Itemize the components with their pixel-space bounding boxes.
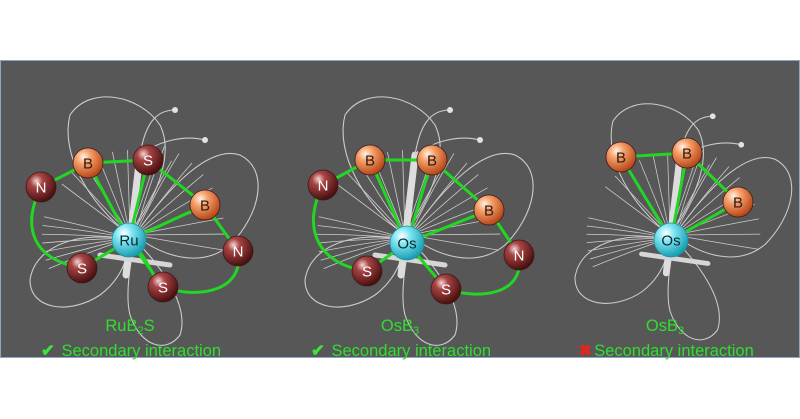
butterfly-outline-1 bbox=[29, 96, 259, 346]
sulfur-sphere bbox=[147, 271, 179, 303]
caption-panel-2: OsB3 ✔ Secondary interaction bbox=[290, 316, 510, 361]
formula-label-1: RuB2S bbox=[105, 317, 155, 337]
boron-sphere bbox=[473, 194, 505, 226]
sulfur-sphere bbox=[351, 255, 383, 287]
atom-label: B bbox=[682, 146, 692, 163]
wing-upper-left bbox=[67, 96, 166, 236]
butterfly-outline-layer bbox=[29, 96, 793, 346]
atom-label: B bbox=[427, 153, 437, 170]
atom-s-sulfur: S bbox=[147, 271, 179, 303]
status-label-3: Secondary interaction bbox=[594, 342, 754, 360]
metal-sphere bbox=[111, 222, 147, 258]
antenna-tip bbox=[202, 137, 208, 143]
atom-n-nitrogen: N bbox=[25, 171, 57, 203]
boron-sphere bbox=[72, 147, 104, 179]
boron-sphere bbox=[671, 137, 703, 169]
antenna-tip bbox=[709, 113, 716, 120]
cross-icon: ✖ bbox=[578, 342, 593, 360]
atom-layer: B S N B N S S Ru B B N B N S S Os B B B Os bbox=[25, 137, 754, 305]
butterfly-thorax bbox=[639, 251, 711, 266]
atom-s-sulfur: S bbox=[132, 144, 164, 176]
boron-sphere bbox=[416, 144, 448, 176]
metal-sphere bbox=[653, 222, 689, 258]
antenna-tip bbox=[477, 137, 483, 143]
antenna-tip bbox=[738, 141, 745, 148]
wing-lower-right bbox=[667, 238, 720, 341]
atom-b-boron: B bbox=[189, 189, 221, 221]
status-label-1: Secondary interaction bbox=[61, 342, 222, 360]
atom-label: B bbox=[733, 195, 743, 212]
wing-vein bbox=[346, 172, 406, 236]
sulfur-sphere bbox=[66, 252, 98, 284]
antenna-tip bbox=[172, 107, 178, 113]
atom-label: Os bbox=[661, 233, 680, 250]
atom-label: N bbox=[36, 180, 47, 197]
nitrogen-sphere bbox=[307, 169, 339, 201]
atom-label: B bbox=[616, 150, 626, 167]
nitrogen-sphere bbox=[25, 171, 57, 203]
antenna bbox=[414, 109, 451, 156]
check-icon: ✔ bbox=[40, 342, 55, 360]
metal-sphere bbox=[389, 225, 425, 261]
atom-label: N bbox=[233, 244, 244, 261]
atom-b-boron: B bbox=[605, 141, 637, 173]
atom-os-metal: Os bbox=[653, 222, 689, 258]
nitrogen-sphere bbox=[222, 235, 254, 267]
atom-label: Os bbox=[397, 236, 416, 253]
atom-s-sulfur: S bbox=[351, 255, 383, 287]
wing-vein bbox=[134, 234, 224, 251]
wing-vein bbox=[409, 174, 479, 236]
atom-label: S bbox=[77, 261, 87, 278]
atom-n-nitrogen: N bbox=[222, 235, 254, 267]
boron-sphere bbox=[722, 186, 754, 218]
wing-vein bbox=[134, 233, 225, 236]
atom-label: Ru bbox=[119, 233, 138, 250]
atom-label: N bbox=[318, 178, 329, 195]
check-icon: ✔ bbox=[310, 342, 325, 360]
atom-label: S bbox=[362, 264, 372, 281]
formula-label-3: OsB3 bbox=[645, 317, 685, 337]
caption-panel-3: OsB3 ✖Secondary interaction bbox=[550, 316, 780, 361]
atom-ru-metal: Ru bbox=[111, 222, 147, 258]
atom-n-nitrogen: N bbox=[307, 169, 339, 201]
atom-b-boron: B bbox=[722, 186, 754, 218]
atom-label: S bbox=[441, 282, 451, 299]
wing-upper-left bbox=[342, 96, 441, 236]
atom-b-boron: B bbox=[72, 147, 104, 179]
atom-s-sulfur: S bbox=[430, 273, 462, 305]
atom-b-boron: B bbox=[354, 144, 386, 176]
atom-os-metal: Os bbox=[389, 225, 425, 261]
caption-panel-1: RuB2S ✔ Secondary interaction bbox=[20, 316, 240, 361]
antenna-tip bbox=[447, 107, 453, 113]
sulfur-sphere bbox=[132, 144, 164, 176]
wing-upper-right bbox=[409, 153, 534, 259]
atom-b-boron: B bbox=[416, 144, 448, 176]
atom-label: B bbox=[83, 156, 93, 173]
atom-label: B bbox=[365, 153, 375, 170]
atom-label: B bbox=[200, 198, 210, 215]
atom-label: B bbox=[484, 203, 494, 220]
atom-s-sulfur: S bbox=[66, 252, 98, 284]
atom-label: N bbox=[514, 248, 525, 265]
boron-sphere bbox=[605, 141, 637, 173]
wing-upper-right bbox=[134, 153, 259, 259]
boron-sphere bbox=[354, 144, 386, 176]
sulfur-sphere bbox=[430, 273, 462, 305]
formula-label-2: OsB3 bbox=[380, 317, 420, 337]
atom-label: S bbox=[158, 280, 168, 297]
wing-upper-right bbox=[674, 157, 793, 258]
atom-b-boron: B bbox=[671, 137, 703, 169]
atom-b-boron: B bbox=[473, 194, 505, 226]
atom-n-nitrogen: N bbox=[503, 239, 535, 271]
boron-sphere bbox=[189, 189, 221, 221]
status-label-2: Secondary interaction bbox=[331, 342, 492, 360]
nitrogen-sphere bbox=[503, 239, 535, 271]
atom-label: S bbox=[143, 153, 153, 170]
butterfly-thorax bbox=[97, 252, 173, 268]
wing-upper-left bbox=[610, 103, 704, 236]
